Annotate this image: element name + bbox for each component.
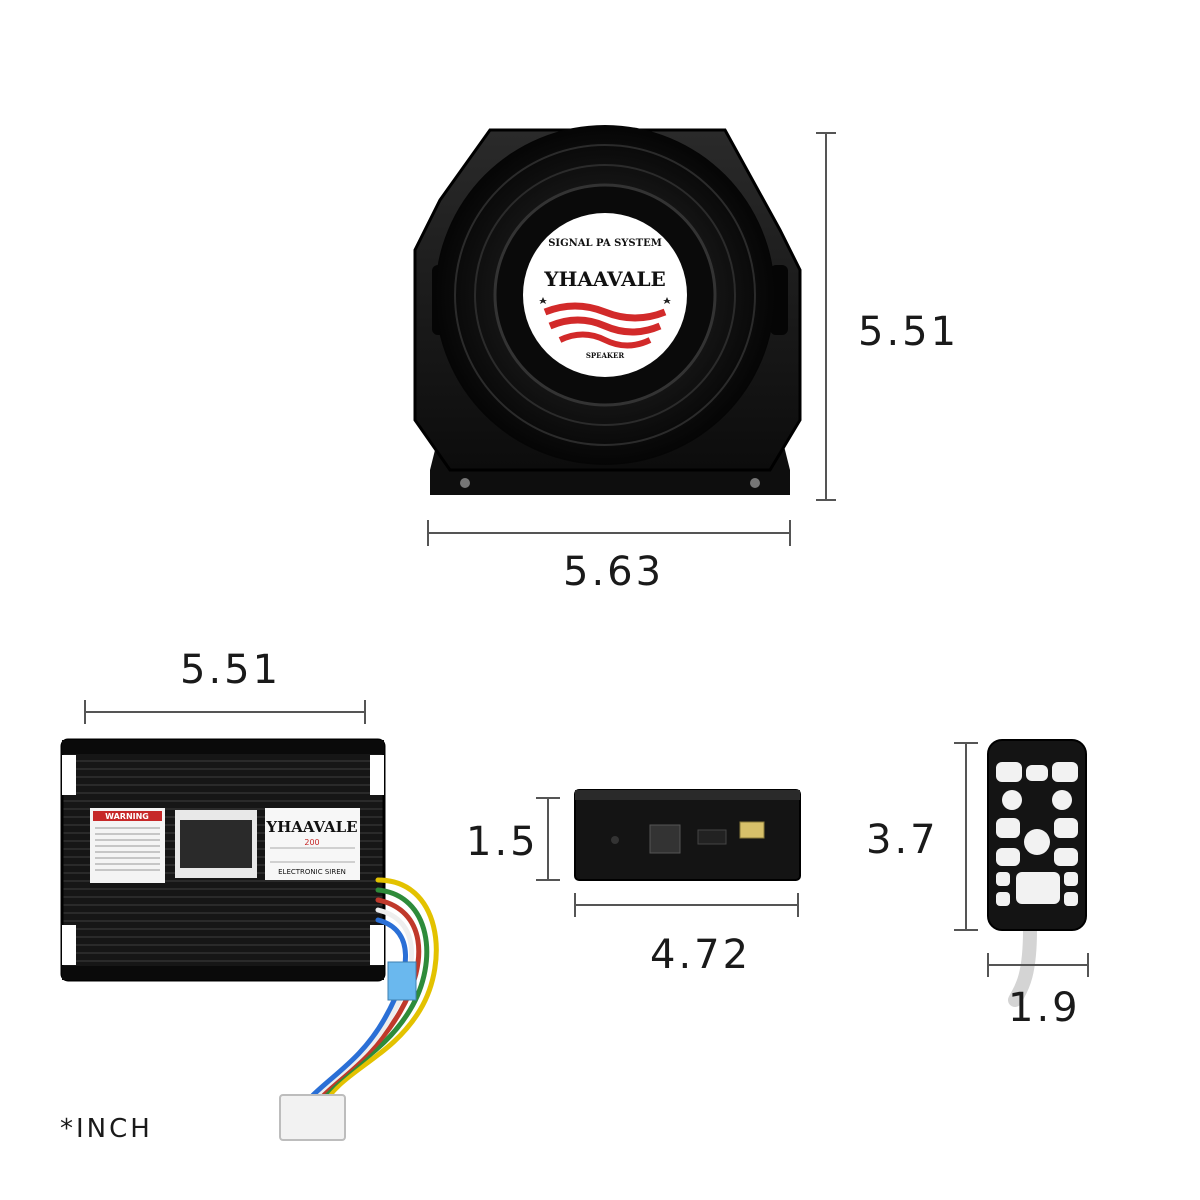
remote-dimension-lines xyxy=(954,742,1089,977)
unit-note: *INCH xyxy=(60,1114,153,1144)
amplifier-side xyxy=(574,789,801,881)
amp-side-dimension-lines xyxy=(536,797,799,917)
amplifier-box xyxy=(60,738,386,982)
speaker-height-label: 5.51 xyxy=(858,309,960,355)
speaker-dimension-lines xyxy=(427,132,836,546)
remote-width-label: 1.9 xyxy=(1008,985,1081,1031)
speaker-ring-top-text: SIGNAL PA SYSTEM xyxy=(548,238,662,249)
remote-height-label: 3.7 xyxy=(866,817,939,863)
amp-width-label: 5.51 xyxy=(180,647,282,693)
amp-warning-text: WARNING xyxy=(105,812,149,821)
amp-side-width-label: 4.72 xyxy=(650,932,752,978)
speaker xyxy=(413,125,802,495)
amp-subtitle-text: ELECTRONIC SIREN xyxy=(278,868,346,876)
remote-controller xyxy=(987,739,1087,1007)
speaker-brand-text: YHAAVALE xyxy=(543,267,666,291)
amp-brand-text: YHAAVALE xyxy=(265,818,357,836)
speaker-ring-bottom-text: SPEAKER xyxy=(586,351,625,360)
amp-model-text: 200 xyxy=(304,838,319,847)
amp-dimension-line xyxy=(84,700,366,724)
blue-connector xyxy=(387,961,417,1001)
amplifier-wires xyxy=(297,877,439,1113)
white-connector xyxy=(279,1094,346,1141)
speaker-width-label: 5.63 xyxy=(563,549,665,595)
amp-side-height-label: 1.5 xyxy=(466,819,539,865)
